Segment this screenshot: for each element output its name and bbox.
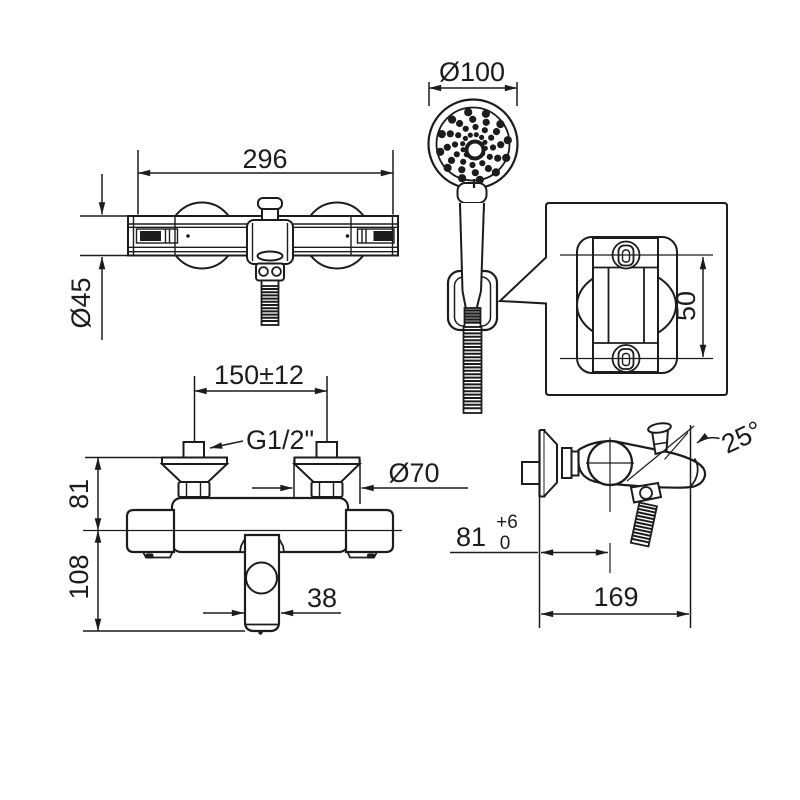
dim-rosette-diameter: Ø70 [252,458,468,504]
outlet-connector-side [629,481,663,548]
right-wall-connector [291,441,362,498]
diverter-assembly-top [246,197,294,326]
hand-shower-drawing: Ø100 [427,57,519,414]
diverter-button [245,561,278,595]
dim-depth-label: 81 [456,522,486,552]
dim-left-heights: 81 108 [64,456,245,632]
dim-spout-width-label: 38 [307,583,337,613]
dim-hole-spacing: 50 [671,257,707,357]
outlet-thread-ribs [631,504,657,544]
dim-upper-height-label: 81 [64,479,94,509]
hose-ribs [261,288,279,322]
dim-inlet-centers: 150±12 [193,360,328,442]
thread-ribs [464,309,481,324]
bracket-detail-box: 50 [497,202,728,396]
dim-depth-tol-minus: 0 [500,533,511,554]
front-view-drawing: 150±12 G1/2" Ø70 [64,360,468,635]
thread-label: G1/2" [246,425,314,455]
dim-rosette-label: Ø70 [388,458,439,488]
side-view-drawing: 25° 81 +6 0 169 [450,415,767,628]
thread-callout: G1/2" [209,425,314,455]
handle-collar [456,182,488,204]
spray-nozzles [436,108,512,184]
dim-bar-diameter-label: Ø45 [66,277,96,328]
detail-callout-frame [497,202,728,396]
diverter-knob-side [647,422,672,456]
dim-hole-spacing-label: 50 [671,291,701,321]
spout [238,533,286,635]
dim-lower-height-label: 108 [64,554,94,599]
left-grip-band [135,228,179,244]
dim-bar-diameter: Ø45 [66,174,128,340]
dim-296: 296 [137,144,394,215]
dim-spout-width: 38 [203,583,341,617]
dim-head-diameter-label: Ø100 [439,57,505,87]
dim-depth-81: 81 +6 0 [450,512,608,556]
dim-head-diameter: Ø100 [428,57,518,106]
dim-reach-169: 169 [541,582,689,618]
dim-inlet-centers-label: 150±12 [214,360,304,390]
dim-reach-label: 169 [593,582,638,612]
right-grip-band [356,228,395,244]
wall-rosette-side [538,429,558,498]
spray-center [464,139,486,161]
dim-angle-label: 25° [717,415,767,459]
dim-spout-angle: 25° [696,415,767,460]
shower-holder [446,202,499,332]
shower-hose-ribs [463,329,482,410]
left-wall-connector [159,441,230,498]
dim-depth-tol-plus: +6 [496,512,518,533]
top-view-drawing: 296 Ø45 [66,144,399,340]
dim-296-label: 296 [242,144,287,174]
wall-stub [521,461,541,485]
